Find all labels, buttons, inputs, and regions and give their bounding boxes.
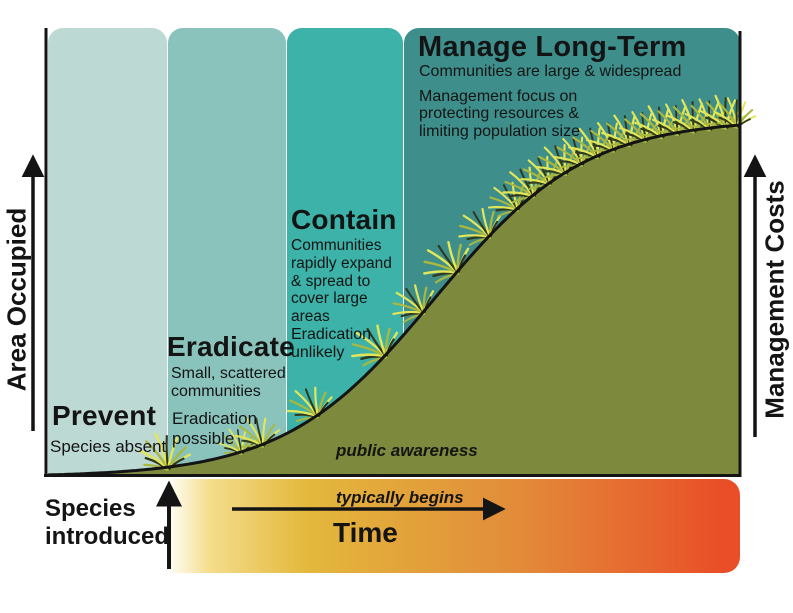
- time-label: Time: [333, 517, 398, 548]
- phase-note-contain-1: Communities rapidly expand & spread to c…: [291, 237, 392, 326]
- species-introduced-label: Species introduced: [45, 495, 169, 551]
- phase-title-eradicate: Eradicate: [167, 331, 295, 362]
- phase-note-contain-2: Eradication unlikely: [291, 326, 372, 362]
- phase-note-eradicate-2: Eradication possible: [172, 409, 258, 448]
- time-gradient-bar: [170, 479, 740, 573]
- management-costs-label: Management Costs: [759, 180, 790, 419]
- phase-note-eradicate-1: Small, scattered communities: [171, 365, 286, 401]
- area-occupied-label: Area Occupied: [1, 207, 32, 392]
- public-awareness-line1: public awareness: [336, 440, 478, 460]
- phase-note-manage-1: Communities are large & widespread: [419, 63, 682, 80]
- public-awareness-line2: typically begins: [336, 488, 464, 508]
- phase-note-manage-2: Management focus on protecting resources…: [419, 88, 580, 140]
- phase-note-prevent: Species absent: [50, 437, 167, 456]
- phase-title-contain: Contain: [291, 204, 397, 235]
- phase-title-prevent: Prevent: [52, 400, 157, 431]
- phase-title-manage: Manage Long-Term: [418, 31, 687, 63]
